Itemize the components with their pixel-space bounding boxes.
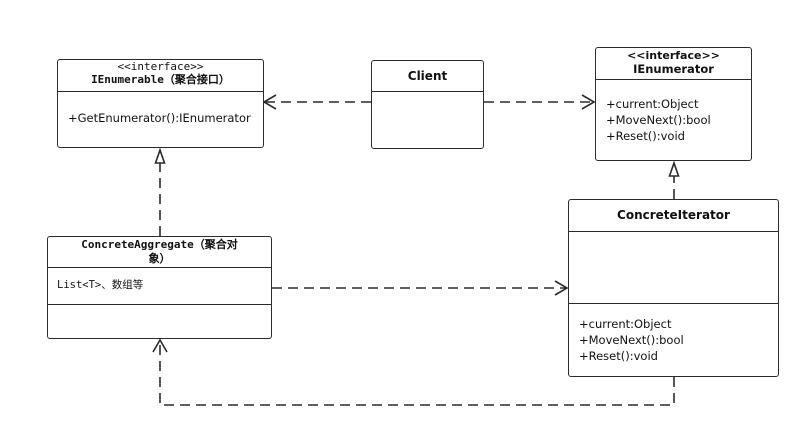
open-arrowhead-icon <box>554 280 569 296</box>
stereotype-label: <<interface>> <box>117 60 204 73</box>
class-header: ConcreteAggregate（聚合对 象） <box>48 237 271 267</box>
open-arrowhead-icon <box>152 338 168 353</box>
class-box-ienumerable[interactable]: <<interface>> IEnumerable（聚合接口） +GetEnum… <box>57 59 264 148</box>
method-get-enumerator: +GetEnumerator():IEnumerator <box>68 111 251 125</box>
class-box-concrete-aggregate[interactable]: ConcreteAggregate（聚合对 象） List<T>、数组等 <box>47 236 272 339</box>
attributes-compartment <box>569 231 778 303</box>
stereotype-label: <<interface>> <box>627 49 720 62</box>
methods-compartment <box>48 304 271 338</box>
class-name-line-2: 象） <box>148 252 171 265</box>
members-compartment: +current:Object +MoveNext():bool +Reset(… <box>596 79 751 160</box>
member-reset: +Reset():void <box>579 349 658 363</box>
class-header: <<interface>> IEnumerator <box>596 48 751 79</box>
class-header: ConcreteIterator <box>569 200 778 231</box>
attribute-list: List<T>、数组等 <box>57 279 144 291</box>
attributes-compartment: List<T>、数组等 <box>48 267 271 304</box>
open-arrowhead-icon <box>262 94 277 110</box>
member-movenext: +MoveNext():bool <box>606 113 711 127</box>
class-box-concrete-iterator[interactable]: ConcreteIterator +current:Object +MoveNe… <box>568 199 779 377</box>
class-header: Client <box>372 61 483 91</box>
class-name: IEnumerator <box>633 62 714 76</box>
member-movenext: +MoveNext():bool <box>579 333 684 347</box>
empty-compartment <box>372 91 483 148</box>
member-reset: +Reset():void <box>606 129 685 143</box>
member-current: +current:Object <box>606 97 699 111</box>
class-header: <<interface>> IEnumerable（聚合接口） <box>58 60 263 91</box>
class-name: ConcreteIterator <box>617 208 730 222</box>
class-box-ienumerator[interactable]: <<interface>> IEnumerator +current:Objec… <box>595 47 752 161</box>
member-current: +current:Object <box>579 317 672 331</box>
methods-compartment: +current:Object +MoveNext():bool +Reset(… <box>569 303 778 376</box>
class-name: Client <box>407 69 448 83</box>
class-box-client[interactable]: Client <box>371 60 484 149</box>
class-name-line-1: ConcreteAggregate（聚合对 <box>81 238 238 251</box>
hollow-triangle-arrowhead-icon <box>154 147 166 164</box>
class-name: IEnumerable（聚合接口） <box>91 73 230 86</box>
open-arrowhead-icon <box>581 94 596 110</box>
hollow-triangle-arrowhead-icon <box>668 160 680 177</box>
methods-compartment: +GetEnumerator():IEnumerator <box>58 91 263 147</box>
